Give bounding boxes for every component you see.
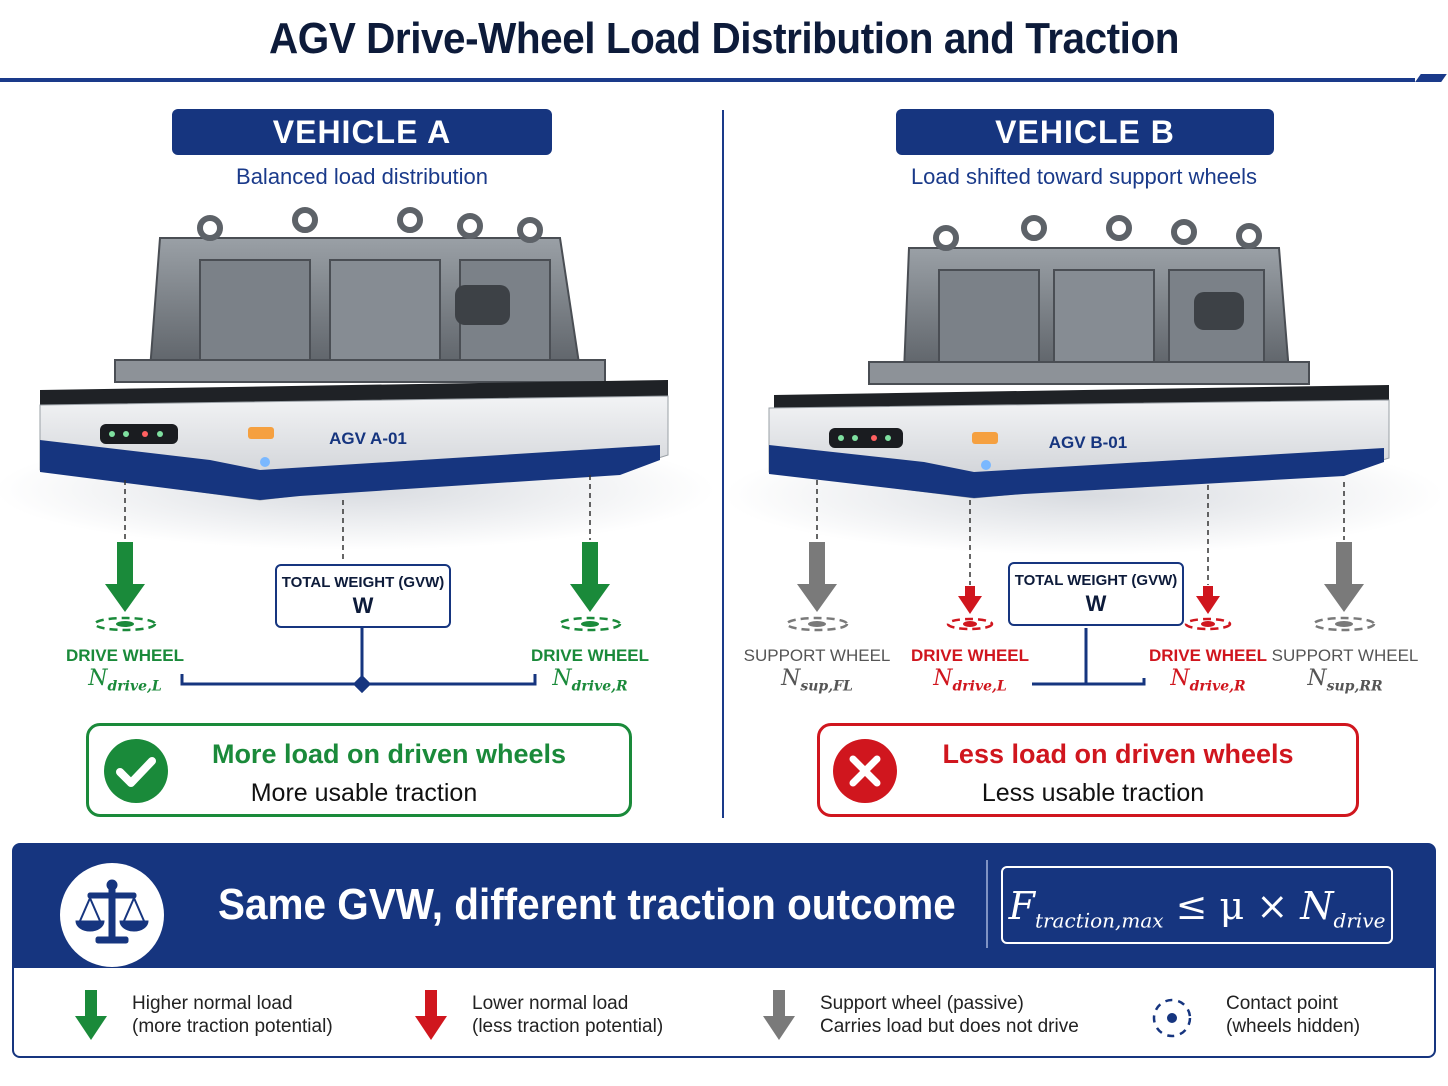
vehicle-b-result-body: Less usable traction [981, 779, 1205, 807]
title-underline-accent [1415, 74, 1447, 82]
vehicle-b-wheel-l-label: DRIVE WHEEL [910, 646, 1030, 665]
vehicle-a-wheel-left-label: DRIVE WHEEL [65, 646, 185, 665]
contact-point-icon [946, 617, 994, 631]
vehicle-b-wheel-r-label: DRIVE WHEEL [1148, 646, 1268, 665]
support-wheel-left-arrow [797, 542, 837, 612]
gvw-label: TOTAL WEIGHT (GVW) [281, 574, 445, 591]
panel-divider [722, 110, 724, 818]
vehicle-b-scene: AGV B-01 [724, 215, 1444, 686]
contact-point-icon [93, 616, 157, 632]
vehicle-a-subtitle: Balanced load distribution [236, 164, 488, 189]
vehicle-a-result-head: More load on driven wheels [211, 739, 567, 769]
vehicle-b-wheel-l-symbol: Ndrive,L [933, 666, 1007, 695]
agv-b-label: AGV B-01 [1049, 433, 1127, 452]
support-wheel-right-arrow [1324, 542, 1364, 612]
traction-formula: Ftraction,max ≤ μ × Ndrive [1001, 866, 1393, 944]
vehicle-a-wheel-left-symbol: Ndrive,L [88, 666, 162, 695]
balance-scale-icon [75, 879, 149, 944]
grey-down-arrow-icon [763, 990, 795, 1040]
vehicle-a-result-body: More usable traction [250, 779, 478, 807]
summary-banner [12, 843, 1436, 971]
vehicle-b-result-head: Less load on driven wheels [942, 739, 1294, 769]
red-down-arrow-icon [415, 990, 447, 1040]
gvw-symbol: W [352, 593, 374, 618]
vehicle-a-title: VEHICLE A [172, 109, 552, 155]
vehicle-a-result-box: More load on driven wheels More usable t… [86, 723, 632, 817]
vehicle-b-gvw-box: TOTAL WEIGHT (GVW) W [1008, 562, 1184, 626]
banner-text: Same GVW, different traction outcome [218, 880, 956, 929]
vehicle-b-result-box: Less load on driven wheels Less usable t… [817, 723, 1359, 817]
contact-point-icon [1312, 616, 1376, 632]
vehicle-b-wheel-fl-symbol: Nsup,FL [781, 666, 853, 695]
banner-divider [986, 860, 988, 948]
gvw-symbol: W [1085, 591, 1107, 616]
drive-wheel-right-arrow [570, 542, 610, 612]
vehicle-a-scene: AGV A-01 [0, 207, 715, 694]
drive-wheel-right-arrow [1196, 586, 1220, 614]
drive-wheel-left-arrow [958, 586, 982, 614]
load-bracket [1032, 628, 1146, 686]
vehicle-b-wheel-fl-label: SUPPORT WHEEL [743, 646, 891, 665]
steel-load [868, 215, 1310, 385]
banner-icon-circle [60, 863, 164, 967]
legend-item-contact: Contact point(wheels hidden) [1226, 993, 1361, 1037]
checkmark-icon [104, 739, 168, 803]
steel-load [114, 207, 606, 383]
vehicle-b-subtitle: Load shifted toward support wheels [910, 164, 1258, 189]
vehicle-b-wheel-rr-label: SUPPORT WHEEL [1271, 646, 1419, 665]
title-underline [0, 78, 1415, 82]
vehicle-a-gvw-box: TOTAL WEIGHT (GVW) W [275, 564, 451, 628]
legend [12, 968, 1436, 1058]
gvw-label: TOTAL WEIGHT (GVW) [1014, 572, 1178, 589]
error-x-icon [833, 739, 897, 803]
agv-b-body [768, 385, 1390, 499]
agv-a-body [39, 380, 669, 501]
legend-item-lower: Lower normal load(less traction potentia… [472, 993, 664, 1037]
legend-item-support: Support wheel (passive)Carries load but … [820, 993, 1079, 1037]
vehicle-a-wheel-right-label: DRIVE WHEEL [530, 646, 650, 665]
load-bracket [180, 628, 537, 694]
contact-point-icon [1184, 617, 1232, 631]
drive-wheel-left-arrow [105, 542, 145, 612]
contact-point-icon [1152, 998, 1192, 1038]
contact-point-icon [785, 616, 849, 632]
vehicle-b-title: VEHICLE B [896, 109, 1274, 155]
agv-a-label: AGV A-01 [329, 429, 407, 448]
page-title: AGV Drive-Wheel Load Distribution and Tr… [269, 14, 1179, 63]
contact-point-icon [558, 616, 622, 632]
vehicle-a-wheel-right-symbol: Ndrive,R [552, 666, 628, 695]
vehicle-b-wheel-r-symbol: Ndrive,R [1170, 666, 1246, 695]
vehicle-b-wheel-rr-symbol: Nsup,RR [1307, 666, 1383, 695]
green-down-arrow-icon [75, 990, 107, 1040]
legend-item-higher: Higher normal load(more traction potenti… [132, 993, 333, 1037]
